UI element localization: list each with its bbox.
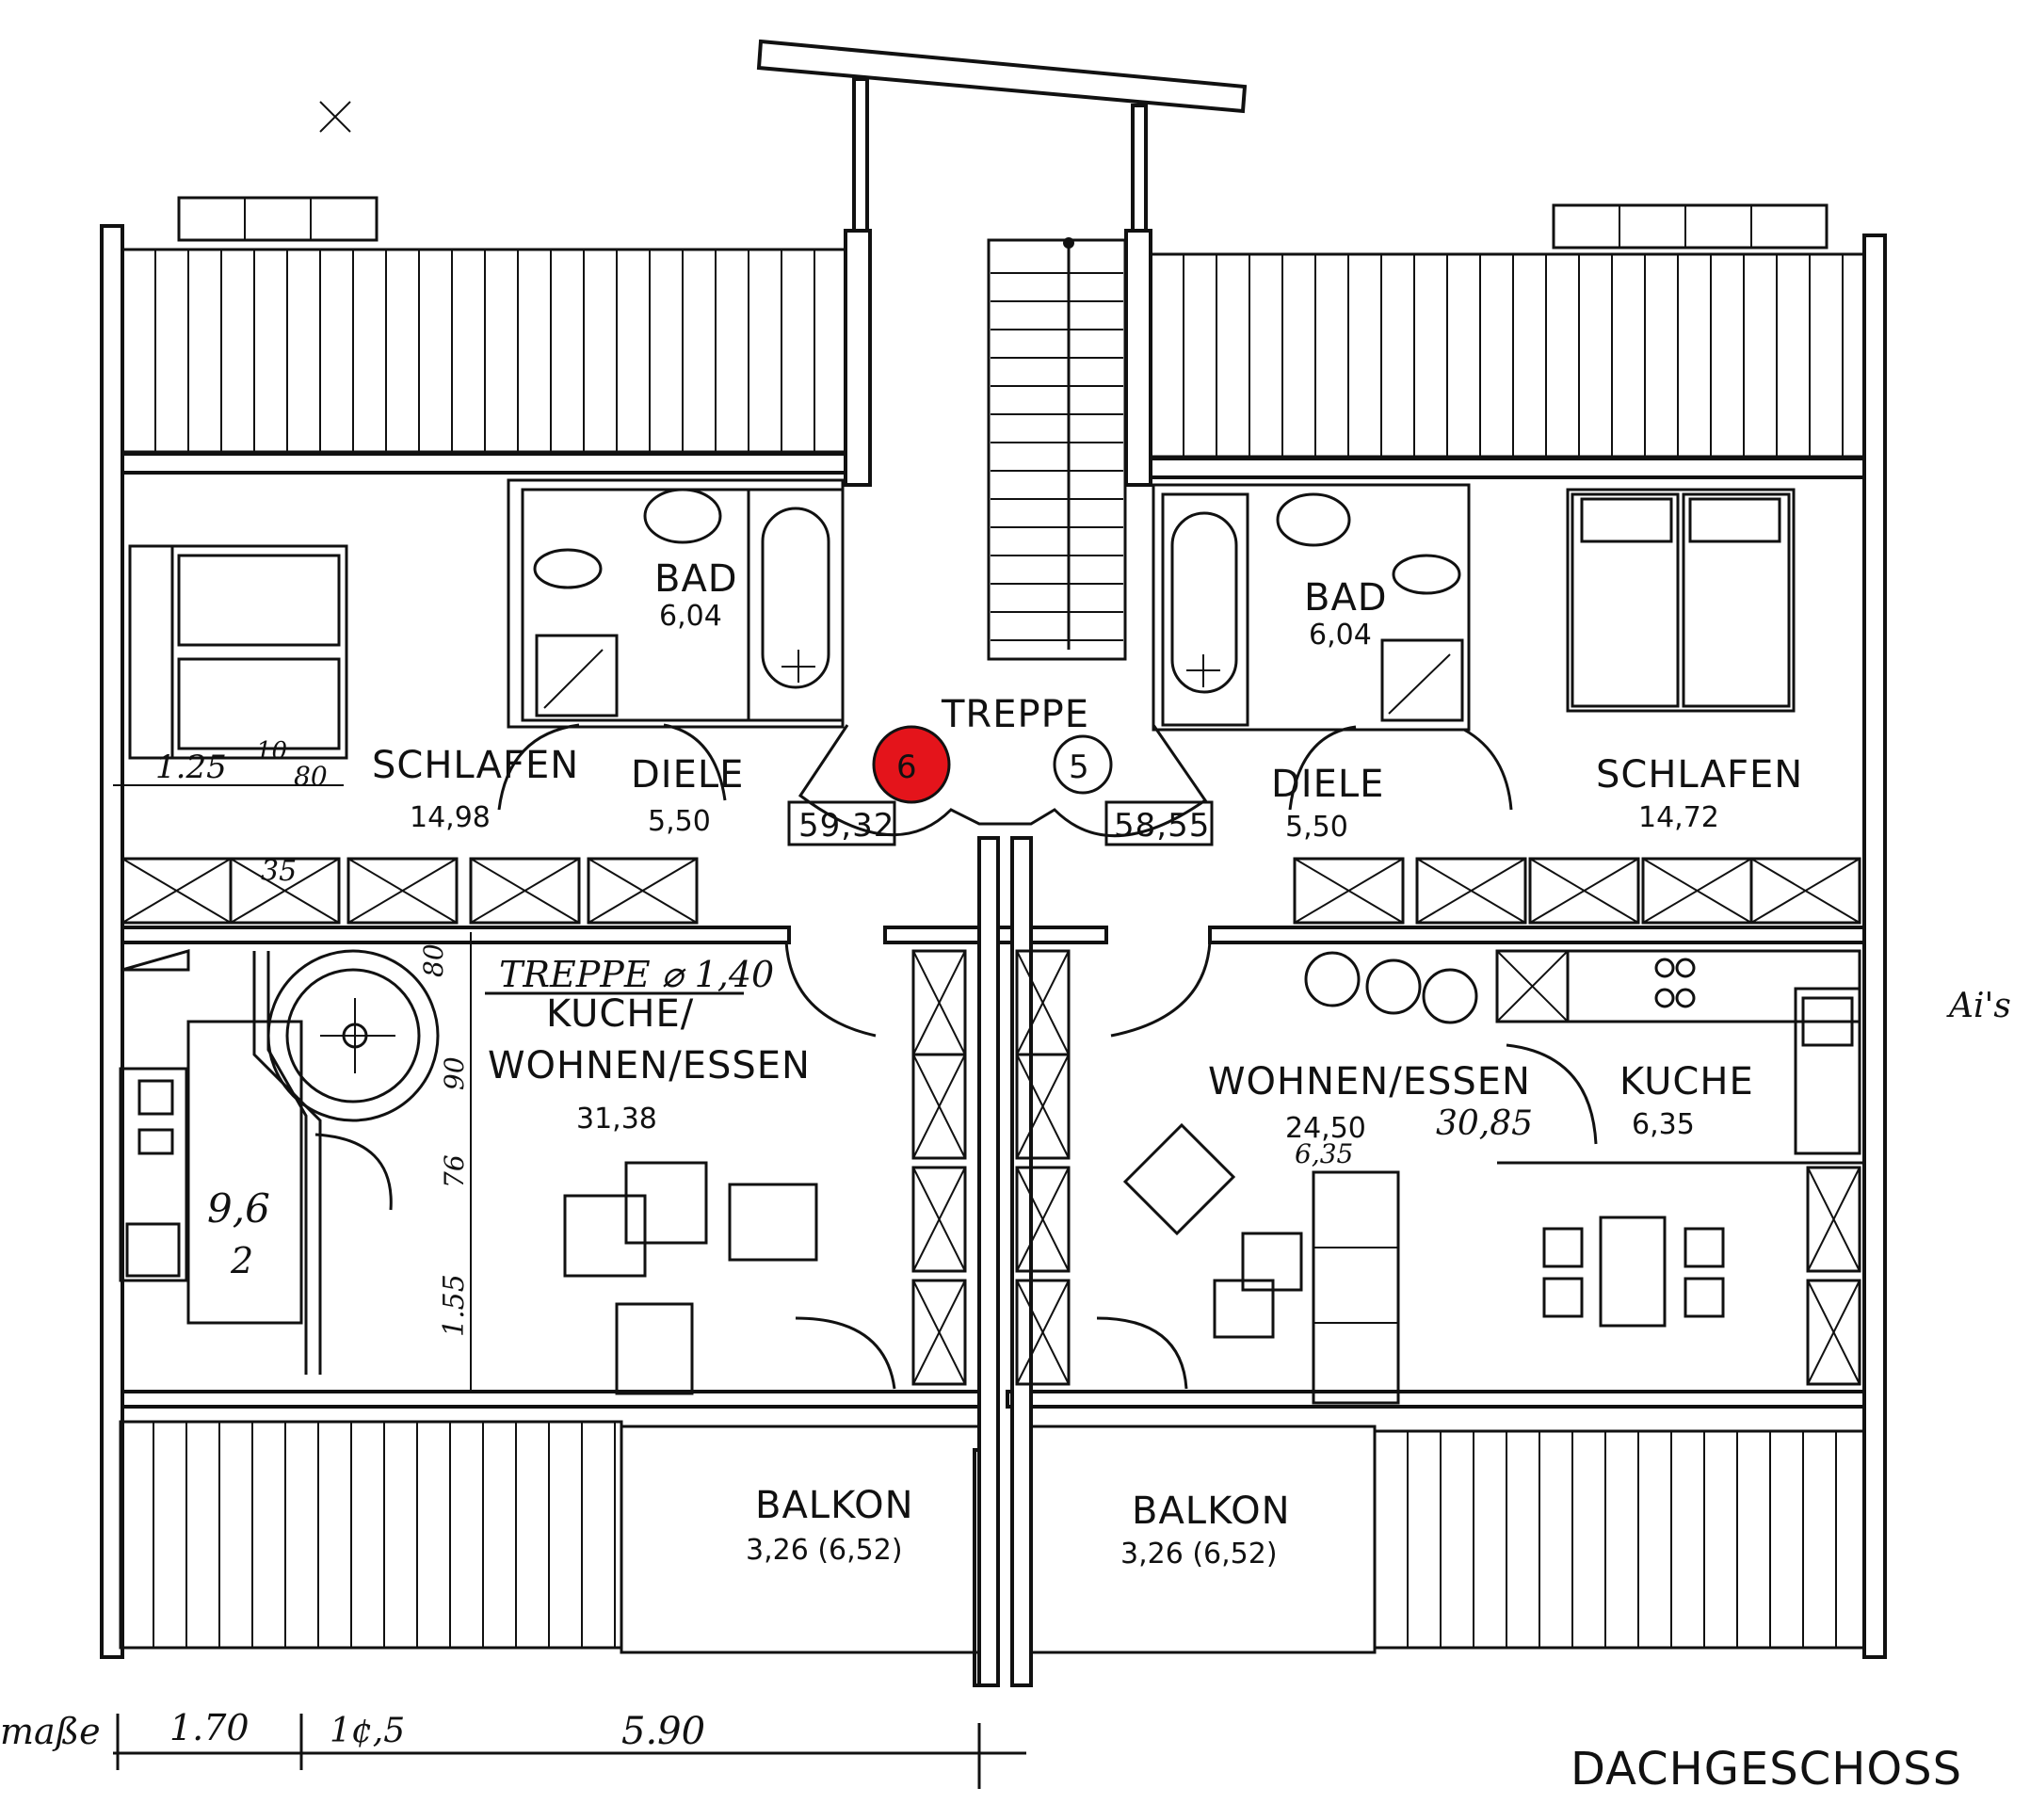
- diele-right-area: 5,50: [1285, 811, 1348, 844]
- schlafen-left-area: 14,98: [410, 801, 491, 834]
- bathroom-right: [1152, 483, 1471, 732]
- bad-right-area: 6,04: [1309, 619, 1372, 652]
- stair-label: TREPPE: [941, 693, 1089, 736]
- wohnen-right-label: WOHNEN/ESSEN: [1208, 1060, 1531, 1103]
- kuche-right-area: 6,35: [1632, 1108, 1695, 1141]
- balkon-left-label: BALKON: [755, 1484, 914, 1527]
- area-note-635: 6,35: [1295, 1138, 1353, 1169]
- unit-total-area-right: 58,55: [1114, 807, 1210, 845]
- dim-90: 90: [439, 1056, 470, 1090]
- wohnen-right-area: 24,50: [1285, 1112, 1366, 1145]
- wardrobes: [121, 857, 1861, 1386]
- dim-80-vertical: 80: [418, 943, 449, 977]
- dim-76: 76: [439, 1154, 470, 1188]
- bad-right-label: BAD: [1304, 576, 1388, 620]
- diele-left-area: 5,50: [648, 805, 711, 838]
- schlafen-right-label: SCHLAFEN: [1596, 753, 1803, 797]
- bed-right: [1566, 488, 1796, 713]
- unit-total-area-left: 59,32: [798, 807, 894, 845]
- area-box-right: [1104, 800, 1214, 846]
- dim-125: 1.25: [155, 749, 227, 786]
- furniture-left-living: [563, 1161, 818, 1395]
- kuche-right-label: KUCHE: [1619, 1060, 1754, 1103]
- balkon-right-label: BALKON: [1132, 1490, 1291, 1533]
- bottom-dim-170: 1.70: [169, 1707, 250, 1748]
- bottom-dim-590: 5.90: [621, 1710, 705, 1753]
- bad-left-label: BAD: [654, 557, 738, 601]
- balconies: [620, 1425, 1377, 1654]
- wohnen-left-area: 31,38: [576, 1103, 657, 1135]
- schlafen-left-label: SCHLAFEN: [372, 744, 579, 787]
- roof-slope-top-right: [1149, 203, 1866, 459]
- area-note-3085: 30,85: [1436, 1104, 1533, 1143]
- door-swings: [314, 723, 1598, 1390]
- kitchen-area-note-2: 2: [230, 1240, 253, 1281]
- diele-right-label: DIELE: [1271, 763, 1384, 806]
- bed-left: [128, 544, 348, 760]
- roof-slope-bottom-left: [119, 1420, 623, 1650]
- area-box-left: [787, 800, 896, 846]
- dim-10: 10: [256, 737, 287, 765]
- wohnen-left-label-2: WOHNEN/ESSEN: [488, 1044, 811, 1087]
- unit-number-left: 6: [896, 749, 918, 786]
- bottom-prefix: maße: [0, 1711, 101, 1752]
- dim-35: 35: [261, 855, 297, 888]
- furniture-right-living: [1122, 951, 1725, 1405]
- schlafen-right-area: 14,72: [1638, 801, 1719, 834]
- diele-left-label: DIELE: [631, 753, 744, 797]
- roof-slope-bottom-right: [1373, 1429, 1866, 1650]
- roof-slope-top-left: [121, 196, 847, 454]
- unit-number-right: 5: [1069, 749, 1090, 786]
- balkon-left-area: 3,26 (6,52): [746, 1534, 903, 1567]
- kitchen-right: [1495, 949, 1864, 1165]
- kitchen-left: [119, 949, 303, 1325]
- wohnen-left-label-1: KUCHE/: [546, 992, 694, 1036]
- roof-dormer-frame: [319, 39, 1248, 235]
- landing: [798, 724, 1208, 838]
- spiral-stair: [252, 949, 440, 1375]
- dim-155: 1.55: [438, 1274, 471, 1337]
- dim-80: 80: [294, 761, 328, 792]
- floor-title: DACHGESCHOSS: [1571, 1743, 1962, 1796]
- bottom-dim-145: 1¢,5: [330, 1712, 405, 1750]
- staircase: [987, 237, 1127, 661]
- margin-note: Ai's: [1946, 987, 2011, 1025]
- bad-left-area: 6,04: [659, 600, 722, 633]
- kitchen-area-note-1: 9,6: [207, 1185, 270, 1232]
- spiral-stair-note: TREPPE ⌀ 1,40: [499, 954, 774, 995]
- unit-marker-6: [872, 725, 951, 804]
- balkon-right-area: 3,26 (6,52): [1120, 1538, 1278, 1570]
